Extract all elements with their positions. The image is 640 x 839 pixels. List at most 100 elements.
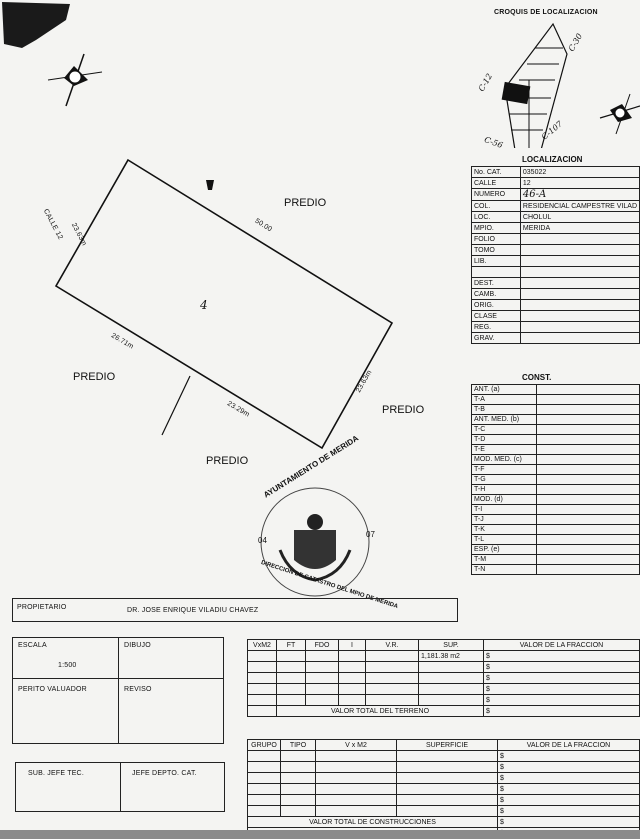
- terreno-row: $: [247, 683, 640, 695]
- construcciones-cell: [280, 805, 316, 817]
- terreno-sup-cell: [418, 661, 484, 673]
- localizacion-row: CLASE: [471, 310, 640, 322]
- construcciones-cell: [315, 761, 397, 773]
- const-value: [536, 414, 640, 425]
- localizacion-label: COL.: [471, 200, 521, 212]
- predio-right: PREDIO: [382, 404, 425, 416]
- const-row: ESP. (e): [471, 544, 640, 555]
- terreno-row: $: [247, 672, 640, 684]
- const-label: T-G: [471, 474, 537, 485]
- const-label: T-K: [471, 524, 537, 535]
- localizacion-value: [519, 332, 640, 344]
- localizacion-row: REG.: [471, 321, 640, 333]
- const-value: [536, 394, 640, 405]
- const-row: T-F: [471, 464, 640, 475]
- terreno-cell: [305, 683, 339, 695]
- terreno-cell: [338, 694, 366, 706]
- localizacion-label: CAMB.: [471, 288, 521, 300]
- construcciones-cell: [396, 772, 498, 784]
- predio-left: PREDIO: [73, 371, 116, 383]
- construcciones-row: $: [247, 750, 640, 762]
- construcciones-cell: [280, 783, 316, 795]
- localizacion-title: LOCALIZACION: [522, 155, 583, 164]
- terreno-sup-cell: 1,181.38 m2: [418, 650, 484, 662]
- terreno-cell: [305, 661, 339, 673]
- const-value: [536, 504, 640, 515]
- ink-blot: [0, 0, 80, 48]
- terreno-cell: [338, 661, 366, 673]
- const-value: [536, 474, 640, 485]
- construcciones-cell: [280, 794, 316, 806]
- const-row: T-I: [471, 504, 640, 515]
- construcciones-cell: [396, 750, 498, 762]
- terreno-cell: [365, 650, 419, 662]
- const-row: T-J: [471, 514, 640, 525]
- const-label: T-M: [471, 554, 537, 565]
- const-label: T-J: [471, 514, 537, 525]
- municipal-seal: [250, 480, 380, 600]
- localizacion-value: [519, 299, 640, 311]
- localizacion-row: COL.RESIDENCIAL CAMPESTRE VILAD: [471, 200, 640, 212]
- terreno-header: SUP.: [418, 639, 484, 651]
- const-row: T-A: [471, 394, 640, 405]
- localizacion-label: REG.: [471, 321, 521, 333]
- dibujo-label: DIBUJO: [124, 642, 151, 649]
- const-row: T-E: [471, 444, 640, 455]
- localizacion-label: NUMERO: [471, 188, 521, 201]
- construcciones-cell: [315, 783, 397, 795]
- construcciones-total-label: VALOR TOTAL DE CONSTRUCCIONES: [247, 816, 498, 828]
- localizacion-row: LIB.: [471, 255, 640, 267]
- localizacion-label: CLASE: [471, 310, 521, 322]
- const-value: [536, 484, 640, 495]
- terreno-cell: [365, 672, 419, 684]
- terreno-total-row: VALOR TOTAL DEL TERRENO$: [247, 705, 640, 717]
- const-value: [536, 434, 640, 445]
- terreno-cell: [247, 694, 277, 706]
- localizacion-label: LIB.: [471, 255, 521, 267]
- const-label: T-I: [471, 504, 537, 515]
- terreno-cell: [365, 661, 419, 673]
- const-row: T-G: [471, 474, 640, 485]
- const-label: T-E: [471, 444, 537, 455]
- const-value: [536, 524, 640, 535]
- terreno-sup-cell: [418, 672, 484, 684]
- const-label: MOD. (d): [471, 494, 537, 505]
- localizacion-value: MERIDA: [519, 222, 640, 234]
- localizacion-value: [519, 244, 640, 256]
- construcciones-cell: [396, 783, 498, 795]
- construcciones-cell: [315, 805, 397, 817]
- seal-right-num: 07: [366, 530, 375, 539]
- construcciones-currency-cell: $: [497, 794, 640, 806]
- predio-bottom: PREDIO: [206, 455, 249, 467]
- const-row: T-M: [471, 554, 640, 565]
- localizacion-value: CHOLUL: [519, 211, 640, 223]
- localizacion-label: TOMO: [471, 244, 521, 256]
- construcciones-row: $: [247, 772, 640, 784]
- const-label: T-N: [471, 564, 537, 575]
- construcciones-cell: [247, 783, 281, 795]
- terreno-cell: [365, 694, 419, 706]
- localizacion-label: GRAV.: [471, 332, 521, 344]
- construcciones-currency-cell: $: [497, 750, 640, 762]
- const-row: MOD. (d): [471, 494, 640, 505]
- terreno-cell: [338, 650, 366, 662]
- localizacion-label: ORIG.: [471, 299, 521, 311]
- construcciones-cell: [396, 805, 498, 817]
- terreno-currency-cell: $: [483, 694, 640, 706]
- localizacion-value: 035022: [519, 166, 640, 178]
- construcciones-cell: [396, 794, 498, 806]
- const-row: T-D: [471, 434, 640, 445]
- construcciones-cell: [247, 750, 281, 762]
- construcciones-header: V x M2: [315, 739, 397, 751]
- const-title: CONST.: [522, 373, 552, 382]
- localizacion-row: No. CAT.035022: [471, 166, 640, 178]
- terreno-cell: [276, 672, 306, 684]
- localizacion-row: CAMB.: [471, 288, 640, 300]
- construcciones-cell: [280, 761, 316, 773]
- terreno-cell: [247, 672, 277, 684]
- construcciones-currency-cell: $: [497, 761, 640, 773]
